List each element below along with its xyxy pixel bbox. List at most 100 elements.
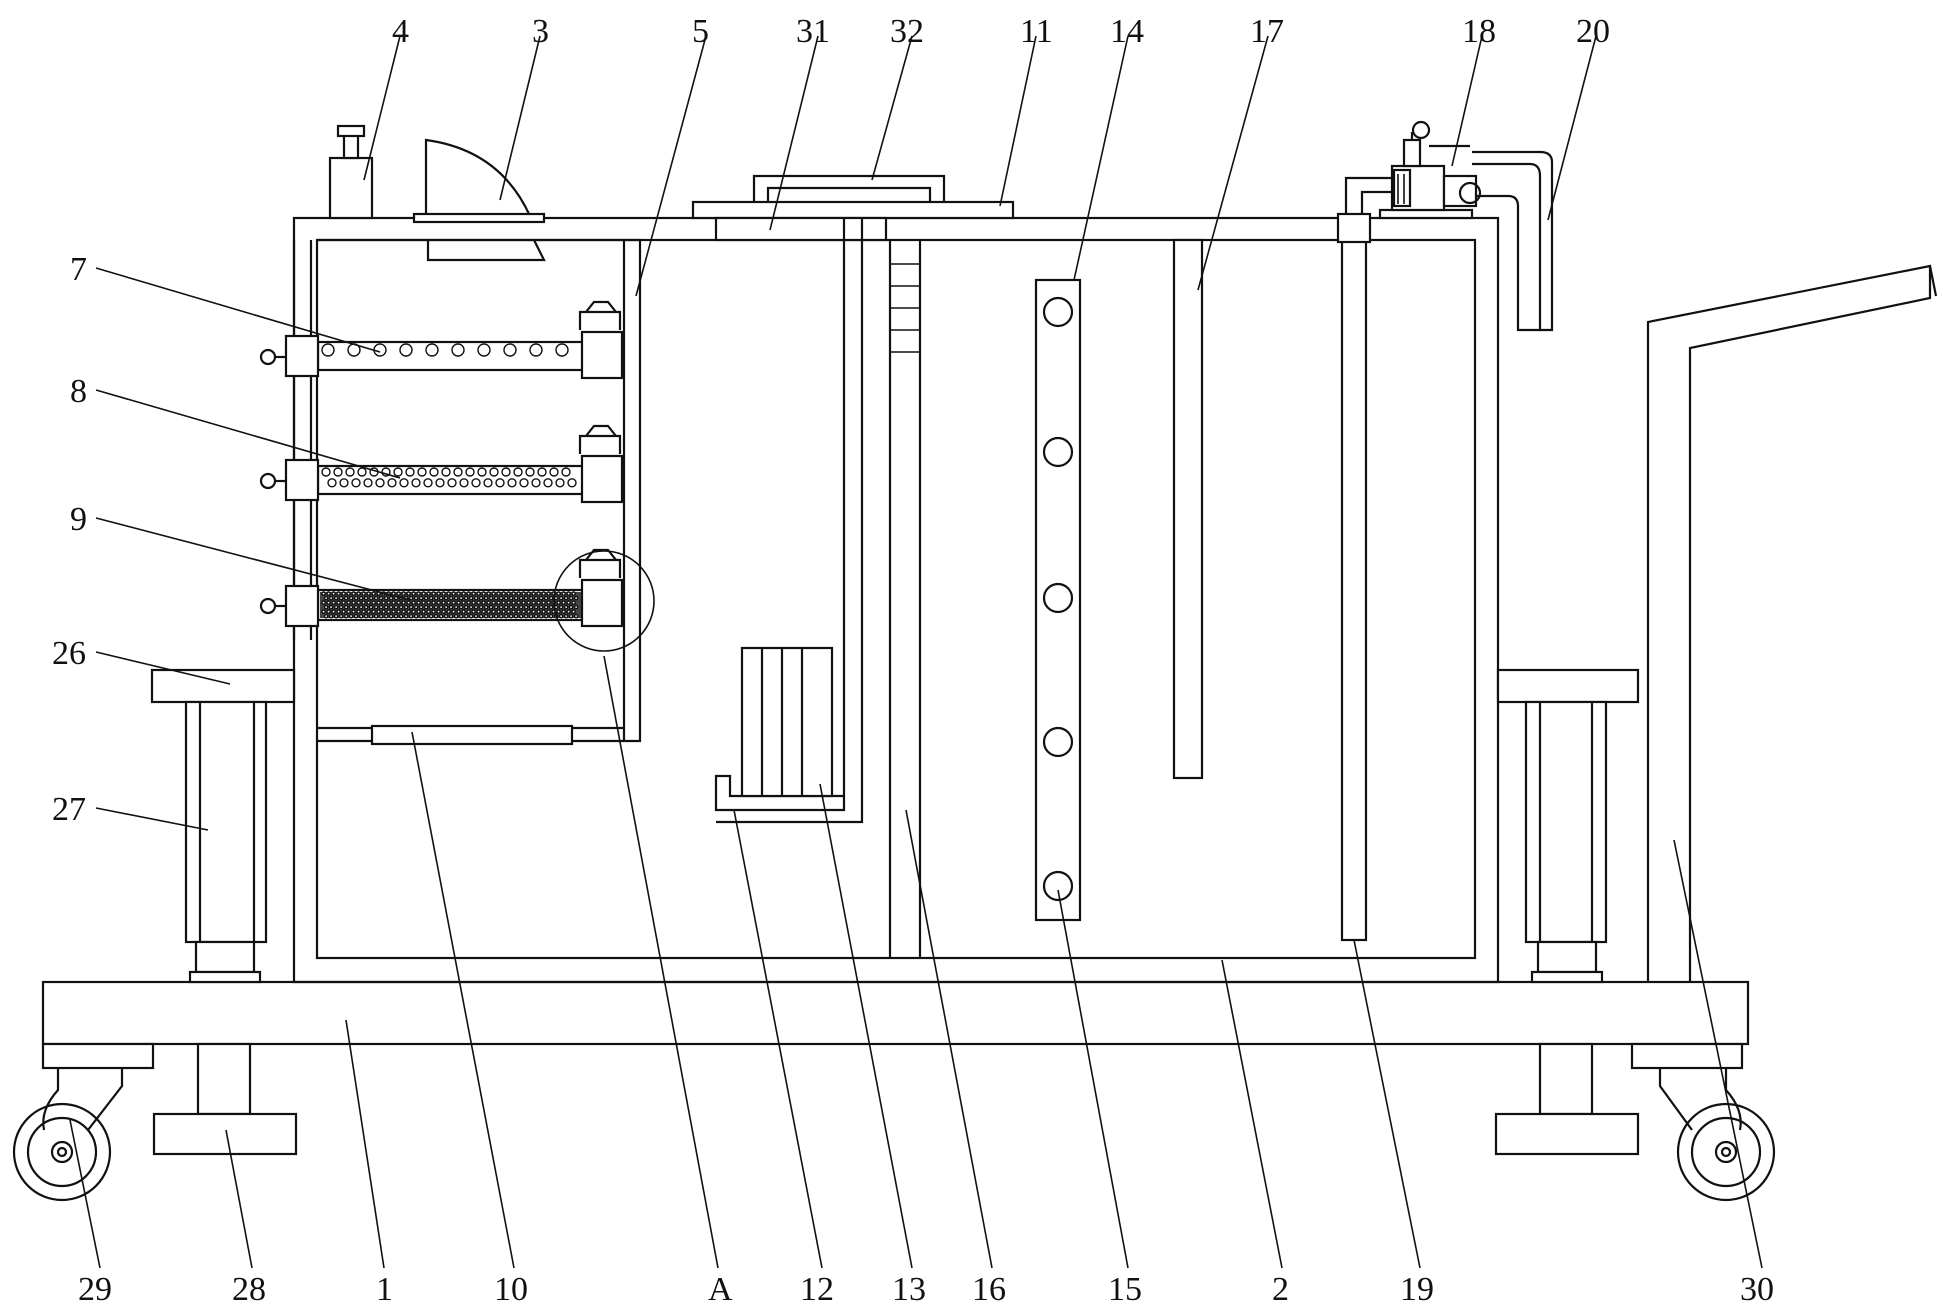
- filter-hole: [321, 600, 326, 605]
- filter-hole: [378, 595, 384, 601]
- filter-hole: [421, 600, 426, 605]
- filter-hole: [358, 595, 364, 601]
- filter-hole: [368, 595, 374, 601]
- filter-hole: [453, 604, 459, 610]
- filter-hole: [333, 604, 339, 610]
- filter-hole: [488, 595, 494, 601]
- filter-hole: [448, 604, 454, 610]
- filter-hole: [495, 478, 505, 488]
- filter-hole: [473, 595, 479, 601]
- filter-hole: [521, 609, 526, 614]
- filter-hole: [477, 343, 491, 357]
- filter-hole: [366, 600, 371, 605]
- filter-hole: [443, 595, 449, 601]
- filter-hole: [331, 609, 336, 614]
- filter-hole: [413, 595, 419, 601]
- filter-hole: [423, 613, 429, 619]
- filter-hole: [321, 609, 326, 614]
- filter-hole: [363, 613, 369, 619]
- callout-17: 17: [1250, 13, 1284, 50]
- filter-hole: [558, 604, 564, 610]
- callout-2: 2: [1272, 1271, 1289, 1308]
- filter-hole: [406, 591, 411, 596]
- filter-hole: [441, 600, 446, 605]
- filter-hole: [481, 591, 486, 596]
- filter-hole: [418, 604, 424, 610]
- filter-hole: [498, 595, 504, 601]
- filter-hole: [543, 613, 549, 619]
- filter-hole: [448, 595, 454, 601]
- filter-hole: [333, 595, 339, 601]
- filter-hole: [506, 609, 511, 614]
- callout-15: 15: [1108, 1271, 1142, 1308]
- filter-hole: [418, 613, 424, 619]
- filter-hole: [351, 591, 356, 596]
- callout-20: 20: [1576, 13, 1610, 50]
- callout-30: 30: [1740, 1271, 1774, 1308]
- filter-hole: [513, 595, 519, 601]
- filter-hole: [501, 609, 506, 614]
- filter-hole: [343, 613, 349, 619]
- filter-hole: [326, 600, 331, 605]
- filter-hole: [518, 613, 524, 619]
- filter-hole: [426, 609, 431, 614]
- filter-hole: [323, 595, 329, 601]
- filter-hole: [568, 604, 574, 610]
- filter-hole: [511, 591, 516, 596]
- filter-hole: [346, 591, 351, 596]
- filter-screen-coarse: [259, 300, 624, 380]
- filter-hole: [498, 613, 504, 619]
- filter-hole: [456, 600, 461, 605]
- filter-hole: [571, 609, 576, 614]
- filter-hole: [378, 604, 384, 610]
- filter-hole: [498, 604, 504, 610]
- filter-hole: [441, 609, 446, 614]
- filter-hole: [461, 591, 466, 596]
- callout-26: 26: [52, 635, 86, 672]
- filter-hole: [346, 609, 351, 614]
- filter-hole: [478, 613, 484, 619]
- left-caster: [12, 1042, 155, 1202]
- filter-hole: [336, 591, 341, 596]
- filter-hole: [468, 604, 474, 610]
- filter-hole: [328, 595, 334, 601]
- filter-hole: [373, 604, 379, 610]
- filter-hole: [566, 600, 571, 605]
- filter-hole: [456, 609, 461, 614]
- filter-hole: [501, 600, 506, 605]
- filter-hole: [353, 613, 359, 619]
- filter-hole: [478, 604, 484, 610]
- filter-hole: [399, 343, 413, 357]
- filter-hole: [561, 600, 566, 605]
- filter-hole: [459, 478, 469, 488]
- callout-14: 14: [1110, 13, 1144, 50]
- filter-hole: [356, 609, 361, 614]
- filter-hole: [563, 595, 569, 601]
- filter-hole: [548, 604, 554, 610]
- filter-hole: [531, 609, 536, 614]
- filter-hole: [486, 591, 491, 596]
- callout-7: 7: [70, 251, 87, 288]
- filter-hole: [521, 600, 526, 605]
- filter-hole: [466, 600, 471, 605]
- filter-hole: [533, 595, 539, 601]
- filter-hole: [396, 591, 401, 596]
- filter-hole: [501, 591, 506, 596]
- filter-hole: [528, 604, 534, 610]
- filter-hole: [526, 600, 531, 605]
- filter-hole: [328, 604, 334, 610]
- filter-hole: [343, 595, 349, 601]
- filter-hole: [543, 478, 553, 488]
- filter-hole: [411, 609, 416, 614]
- filter-hole: [401, 609, 406, 614]
- filter-hole: [429, 467, 439, 477]
- filter-screen-medium: [259, 424, 624, 504]
- filter-hole: [433, 613, 439, 619]
- partition-plate: [888, 240, 922, 958]
- callout-8: 8: [70, 373, 87, 410]
- filter-hole: [348, 604, 354, 610]
- filter-hole: [513, 467, 523, 477]
- filter-hole: [323, 613, 329, 619]
- filter-hole: [323, 604, 329, 610]
- filter-hole: [418, 595, 424, 601]
